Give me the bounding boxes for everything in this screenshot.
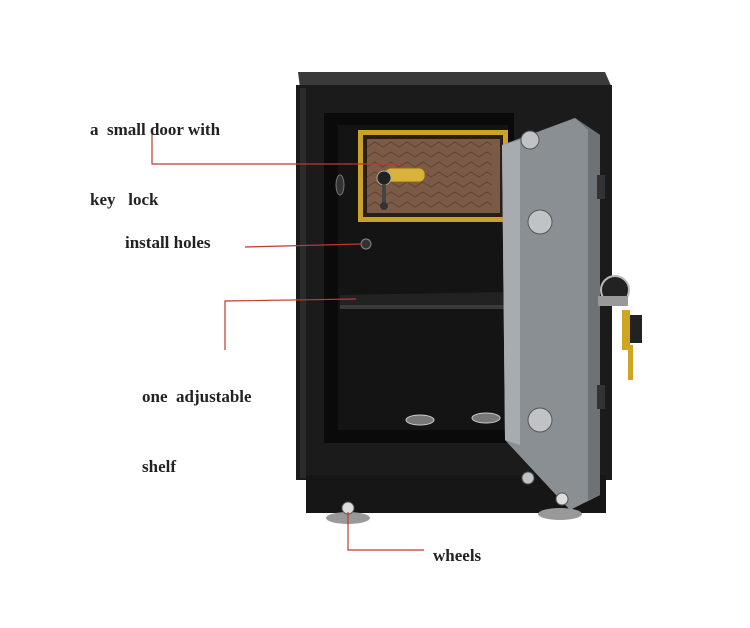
- small-door-label-line1: a small door with: [90, 120, 221, 139]
- install-holes-label: install holes: [125, 233, 211, 252]
- leader-lines: [151, 133, 424, 551]
- install-hole-icon: [360, 238, 372, 250]
- door-handle-icon: [598, 275, 642, 380]
- side-dial-icon: [335, 174, 345, 196]
- shelf-label-line1: one adjustable: [142, 387, 252, 406]
- wheels-label: wheels: [433, 546, 482, 565]
- main-door: [502, 118, 605, 510]
- adjustable-shelf: [340, 292, 505, 309]
- floor-bolt-icon: [405, 414, 435, 426]
- small-door: [358, 130, 508, 222]
- floor-bolt-icon: [471, 412, 501, 424]
- small-door-label: a small door with key lock: [90, 80, 220, 230]
- shelf-label: one adjustable shelf: [142, 347, 252, 497]
- small-door-label-line2: key lock: [90, 190, 159, 209]
- shelf-label-line2: shelf: [142, 457, 176, 476]
